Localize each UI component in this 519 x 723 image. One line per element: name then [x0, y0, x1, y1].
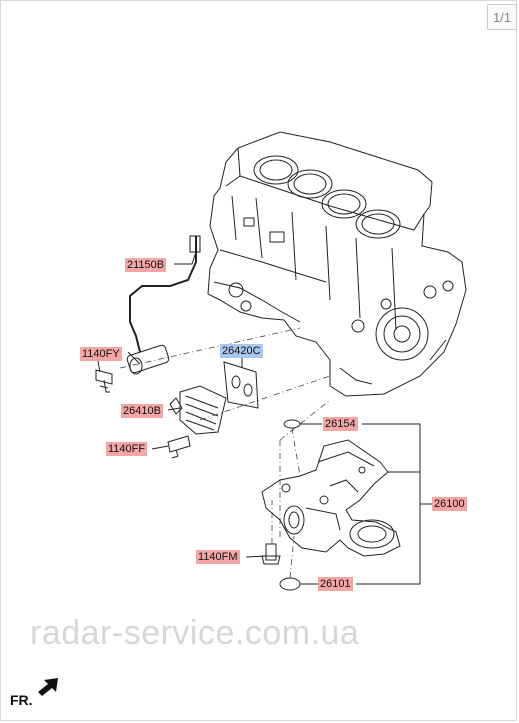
- cylinder-block: [207, 131, 467, 397]
- callout-21150b[interactable]: 21150B: [125, 258, 167, 272]
- front-arrow-icon: [38, 678, 58, 696]
- bolt-1140ff: [167, 435, 191, 459]
- o-ring-26154: [283, 419, 301, 429]
- callout-1140fy[interactable]: 1140FY: [80, 347, 122, 361]
- callout-26100[interactable]: 26100: [432, 497, 467, 511]
- o-ring-26101: [279, 577, 301, 591]
- page-indicator: 1/1: [487, 4, 517, 30]
- callout-26101[interactable]: 26101: [318, 577, 353, 591]
- callout-1140ff[interactable]: 1140FF: [106, 442, 148, 456]
- oil-cooler: [169, 385, 227, 435]
- callout-26420c[interactable]: 26420C: [220, 344, 263, 358]
- bolt-1140fm: [261, 543, 281, 565]
- watermark: radar-service.com.ua: [30, 614, 360, 652]
- knock-sensor: [126, 235, 201, 375]
- bolt-1140fy: [95, 369, 113, 393]
- oil-cooler-gasket: [223, 361, 259, 409]
- front-direction-label: FR.: [10, 692, 33, 708]
- callout-26410b[interactable]: 26410B: [121, 404, 163, 418]
- oil-pump: [261, 439, 401, 557]
- callout-1140fm[interactable]: 1140FM: [196, 550, 240, 564]
- callout-26154[interactable]: 26154: [323, 417, 358, 431]
